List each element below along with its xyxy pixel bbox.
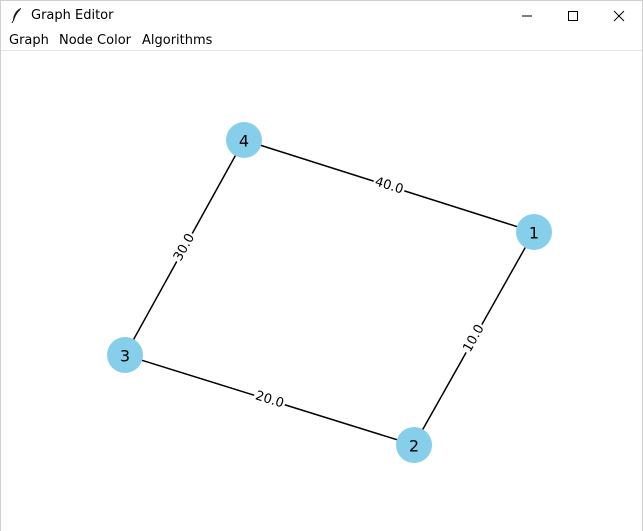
edge-weight-label: 40.0 [371, 173, 407, 199]
node-label-4: 4 [239, 132, 249, 151]
feather-icon [11, 8, 21, 23]
title-bar[interactable]: Graph Editor [1, 1, 642, 31]
node-label-2: 2 [409, 437, 419, 456]
menu-node-color[interactable]: Node Color [59, 33, 132, 48]
edge-weight-label: 30.0 [169, 229, 200, 266]
minimize-icon [522, 15, 532, 17]
graph-node-3[interactable] [107, 337, 143, 373]
menu-algorithms[interactable]: Algorithms [142, 33, 213, 48]
maximize-button[interactable] [550, 1, 596, 31]
edge-weight-label-bg [459, 320, 489, 357]
graph-node-1[interactable] [516, 214, 552, 250]
edge-weight-label: 10.0 [459, 320, 489, 357]
graph-drawing[interactable]: 40.0 10.0 20.0 30.0 1 2 3 4 [1, 51, 642, 531]
edge-weight-label-bg [251, 387, 288, 413]
edge-weight-label: 20.0 [251, 387, 288, 413]
graph-canvas[interactable]: 40.0 10.0 20.0 30.0 1 2 3 4 [1, 51, 642, 531]
edge-weight-label-bg [169, 229, 200, 266]
menu-graph[interactable]: Graph [9, 33, 49, 48]
minimize-button[interactable] [504, 1, 550, 31]
close-button[interactable] [596, 1, 642, 31]
window-title: Graph Editor [31, 8, 114, 23]
graph-node-2[interactable] [396, 427, 432, 463]
maximize-icon [568, 11, 578, 21]
menu-bar: Graph Node Color Algorithms [1, 31, 642, 51]
node-label-3: 3 [120, 347, 130, 366]
close-icon [613, 10, 625, 22]
node-label-1: 1 [529, 224, 539, 243]
graph-node-4[interactable] [226, 122, 262, 158]
edge-weight-label-bg [371, 173, 407, 199]
